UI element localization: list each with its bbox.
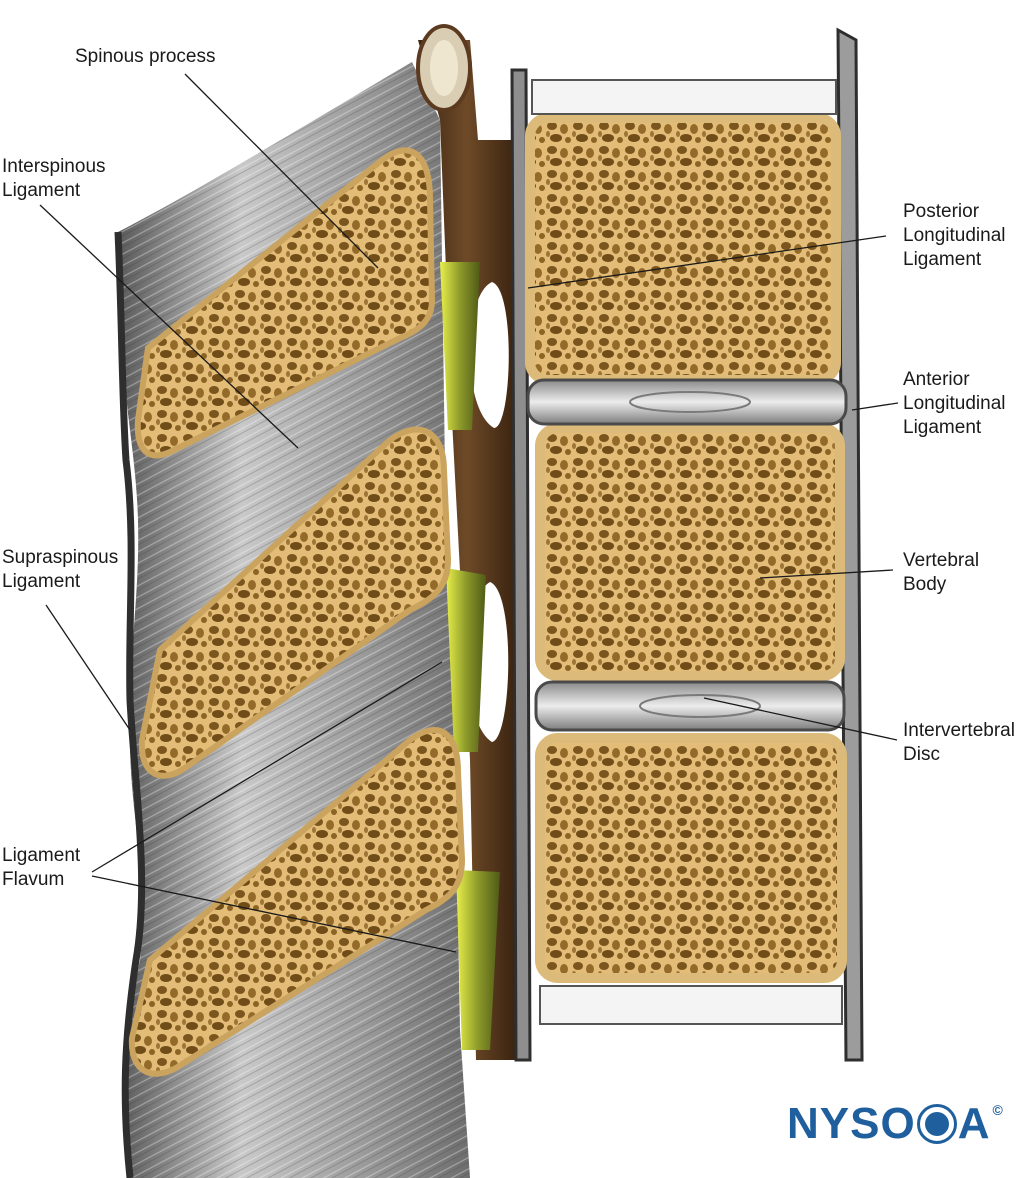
spinous-process-2 xyxy=(138,426,452,779)
spinous-process-3 xyxy=(128,727,466,1077)
label-posterior-longitudinal-ligament: Posterior Longitudinal Ligament xyxy=(903,201,1006,270)
leader-interspinous xyxy=(39,204,299,449)
ligament-flavum-3 xyxy=(456,870,500,1050)
leader-vertebral-body xyxy=(759,569,894,579)
leader-spinous-process xyxy=(184,73,379,269)
logo-ring-icon xyxy=(916,1104,957,1144)
leader-supraspinous xyxy=(45,604,131,731)
label-supraspinous-ligament: Supraspinous Ligament xyxy=(2,547,119,592)
disc-2-ring xyxy=(639,694,761,718)
foramen-1 xyxy=(469,282,509,428)
leader-posterior-longitudinal xyxy=(527,235,887,289)
leader-flavum-a xyxy=(91,661,443,873)
disc-1-ring xyxy=(629,391,751,413)
label-interspinous-ligament: Interspinous Ligament xyxy=(2,156,106,201)
leader-flavum-b xyxy=(91,875,457,953)
top-endplate-fringe xyxy=(531,79,837,115)
logo-text-a: NYSO xyxy=(787,1099,916,1148)
intervertebral-disc-1 xyxy=(526,378,848,426)
label-anterior-longitudinal-ligament: Anterior Longitudinal Ligament xyxy=(903,369,1006,438)
ligament-flavum-1 xyxy=(440,262,480,430)
spinous-process-1 xyxy=(134,147,436,459)
vertebral-body-3 xyxy=(535,733,847,983)
nysora-logo: NYSO A © xyxy=(787,1099,1004,1148)
label-spinous-process: Spinous process xyxy=(75,46,216,67)
intervertebral-disc-2 xyxy=(534,680,846,732)
cord-top-inner xyxy=(430,40,458,96)
vertebral-body-1 xyxy=(525,113,841,385)
bottom-endplate-fringe xyxy=(539,985,843,1025)
label-vertebral-body: Vertebral Body xyxy=(903,550,980,595)
leader-lines xyxy=(39,73,899,953)
leader-intervertebral-disc xyxy=(703,697,898,741)
logo-text-b: A xyxy=(957,1099,991,1148)
supraspinous-ligament-edge xyxy=(114,231,146,1178)
label-intervertebral-disc: Intervertebral Disc xyxy=(903,720,1015,765)
label-ligament-flavum: Ligament Flavum xyxy=(2,845,81,890)
logo-copyright: © xyxy=(992,1102,1004,1118)
leader-anterior-longitudinal xyxy=(851,402,899,411)
ligament-flavum-2 xyxy=(446,568,486,752)
vertebral-body-2 xyxy=(535,423,845,681)
